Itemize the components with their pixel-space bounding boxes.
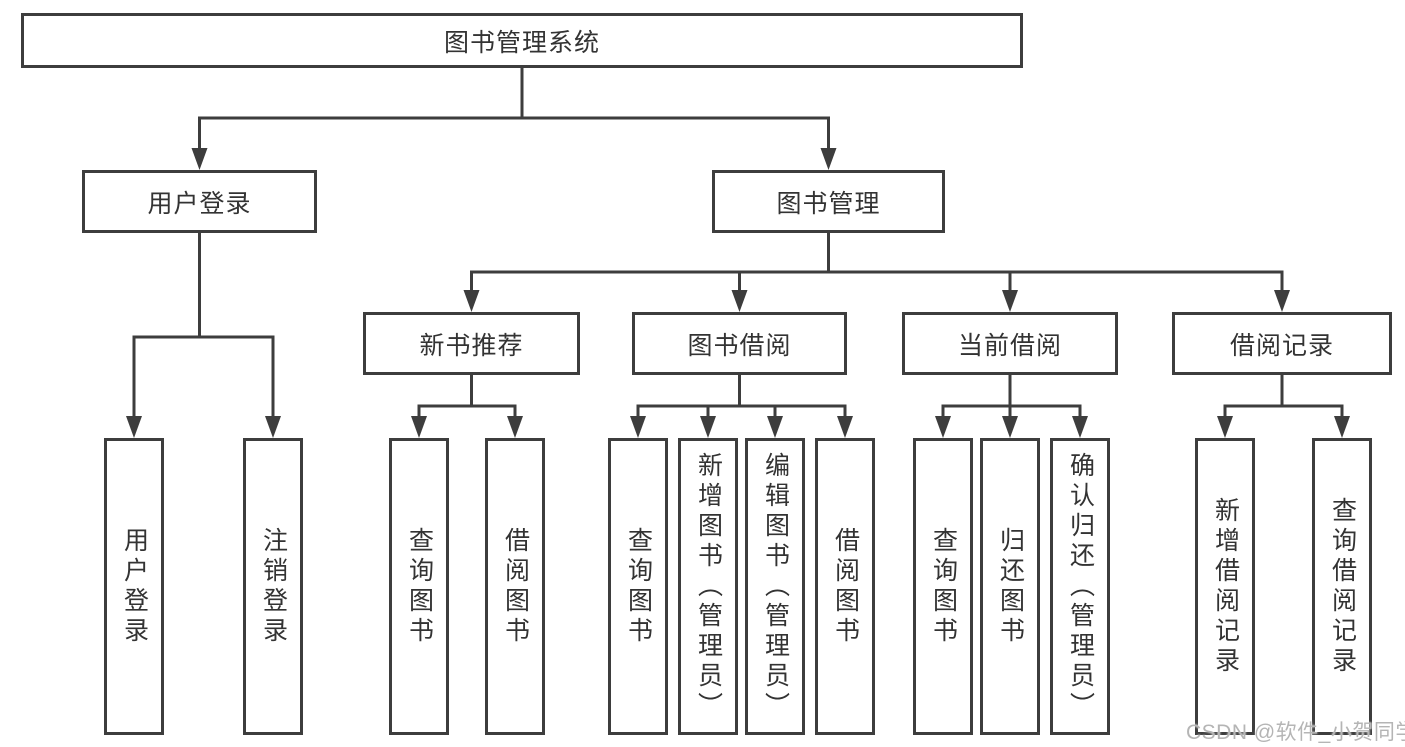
leaf-label: 查询借阅记录	[1328, 496, 1357, 677]
leaf-query-books-borrow: 查询图书	[608, 438, 668, 735]
leaf-return-books: 归还图书	[980, 438, 1040, 735]
leaf-user-login: 用户登录	[104, 438, 164, 735]
leaf-logout: 注销登录	[243, 438, 303, 735]
node-user-login: 用户登录	[82, 170, 317, 233]
leaf-borrow-books-borrow: 借阅图书	[815, 438, 875, 735]
leaf-label: 查询图书	[405, 526, 434, 647]
leaf-label: 归还图书	[996, 526, 1025, 647]
leaf-label: 新增借阅记录	[1211, 496, 1240, 677]
node-root-library-system: 图书管理系统	[21, 13, 1023, 68]
leaf-label: 借阅图书	[831, 526, 860, 647]
node-label: 用户登录	[147, 189, 252, 218]
node-label: 图书管理系统	[443, 28, 600, 57]
leaf-label: 用户登录	[120, 526, 149, 647]
leaf-add-books-admin: 新增图书（管理员）	[678, 438, 738, 735]
leaf-label: 查询图书	[929, 526, 958, 647]
node-label: 图书管理	[776, 189, 881, 218]
leaf-query-books-current: 查询图书	[913, 438, 973, 735]
node-book-borrow: 图书借阅	[632, 312, 847, 375]
node-label: 当前借阅	[957, 331, 1062, 360]
leaf-borrow-books-recommend: 借阅图书	[485, 438, 545, 735]
leaf-query-borrow-record: 查询借阅记录	[1312, 438, 1372, 735]
leaf-label: 编辑图书（管理员）	[761, 451, 790, 722]
leaf-label: 查询图书	[624, 526, 653, 647]
leaf-label: 借阅图书	[501, 526, 530, 647]
leaf-edit-books-admin: 编辑图书（管理员）	[745, 438, 805, 735]
leaf-confirm-return-admin: 确认归还（管理员）	[1050, 438, 1110, 735]
node-current-borrow: 当前借阅	[902, 312, 1118, 375]
node-book-management: 图书管理	[712, 170, 945, 233]
node-label: 图书借阅	[687, 331, 792, 360]
node-new-book-recommend: 新书推荐	[363, 312, 580, 375]
leaf-add-borrow-record: 新增借阅记录	[1195, 438, 1255, 735]
leaf-label: 确认归还（管理员）	[1066, 451, 1095, 722]
leaf-query-books-recommend: 查询图书	[389, 438, 449, 735]
node-label: 借阅记录	[1229, 331, 1334, 360]
node-borrow-records: 借阅记录	[1172, 312, 1392, 375]
leaf-label: 新增图书（管理员）	[694, 451, 723, 722]
node-label: 新书推荐	[419, 331, 524, 360]
leaf-label: 注销登录	[259, 526, 288, 647]
watermark: CSDN @软件_小贺同学	[1186, 721, 1405, 744]
